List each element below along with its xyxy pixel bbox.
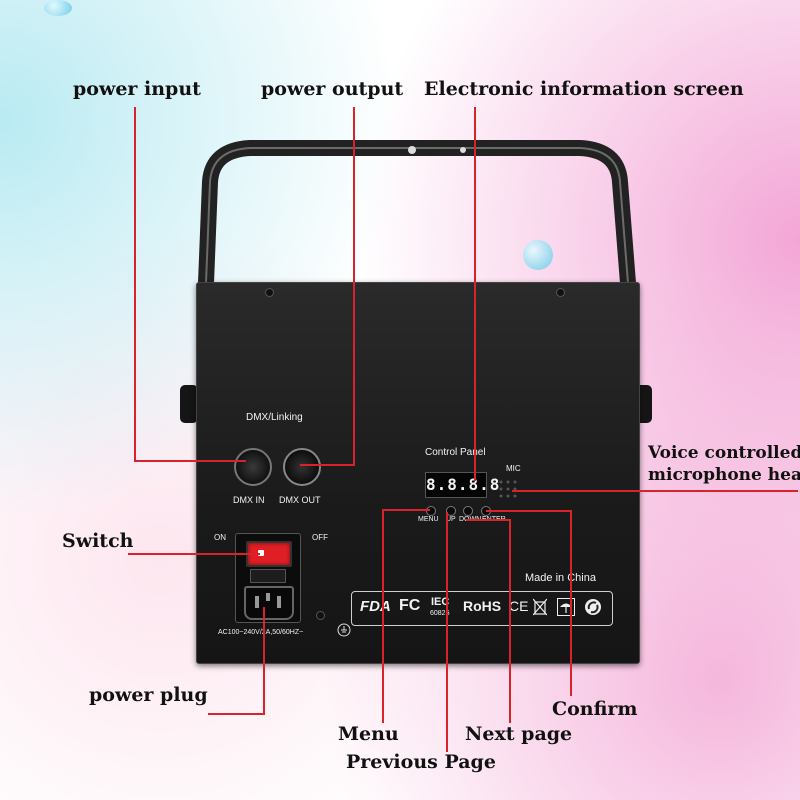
callout-power-input: power input	[73, 78, 201, 100]
screw	[557, 289, 564, 296]
leader-mic-horizontal	[512, 490, 798, 492]
menu-button[interactable]	[426, 506, 436, 516]
rohs-badge: RoHS	[463, 598, 502, 614]
weee-bin-icon	[533, 598, 547, 616]
callout-power-plug: power plug	[89, 684, 208, 706]
dmx-out-connector[interactable]	[283, 448, 321, 486]
menu-button-label: MENU	[418, 516, 439, 523]
led-digits: 8.8.8.8	[426, 475, 501, 494]
control-panel-label: Control Panel	[425, 447, 486, 458]
handle-hole	[408, 146, 416, 154]
fda-badge: FDA	[360, 598, 391, 615]
leader-previous-page-vertical	[446, 512, 448, 752]
screw	[317, 612, 324, 619]
callout-electronic-screen: Electronic information screen	[424, 78, 744, 100]
on-label: ON	[214, 533, 226, 542]
callout-power-output: power output	[261, 78, 404, 100]
made-in-label: Made in China	[525, 572, 596, 584]
callout-switch: Switch	[62, 530, 134, 552]
handle-hole	[460, 147, 466, 153]
callout-menu: Menu	[338, 723, 399, 745]
certification-badges	[351, 591, 613, 626]
up-button-label: UP	[446, 516, 456, 523]
ground-symbol-icon	[337, 623, 351, 637]
mic-grille	[499, 480, 517, 498]
callout-confirm: Confirm	[552, 698, 638, 720]
mic-label: MIC	[506, 464, 521, 473]
callout-previous-page: Previous Page	[346, 751, 496, 773]
dmx-in-label: DMX IN	[233, 495, 265, 505]
iec-badge-bottom: 60825	[430, 610, 450, 617]
iec-power-socket[interactable]	[244, 586, 294, 620]
umbrella-icon	[557, 598, 575, 616]
water-droplet-decoration	[44, 0, 72, 16]
ce-badge: CE	[509, 598, 529, 614]
fc-badge: FC	[399, 597, 421, 614]
fuse-holder	[250, 569, 286, 583]
leader-confirm-vertical	[570, 510, 572, 696]
leader-next-page-vertical	[509, 519, 511, 723]
leader-switch-horizontal	[128, 553, 260, 555]
leader-power-output-vertical	[353, 107, 355, 465]
callout-next-page: Next page	[465, 723, 573, 745]
leader-menu-horizontal	[382, 509, 430, 511]
leader-confirm-horizontal	[486, 510, 572, 512]
callout-voice-mic-line1: Voice controlled	[648, 443, 800, 463]
leader-plug-vertical	[263, 607, 265, 715]
handle-bracket	[198, 140, 636, 284]
led-display: 8.8.8.8	[425, 472, 501, 498]
leader-menu-vertical	[382, 509, 384, 723]
switch-indicator	[258, 550, 264, 556]
down-button[interactable]	[463, 506, 473, 516]
power-rating-label: AC100~240V/2A,50/60HZ~	[218, 629, 304, 636]
leader-plug-horizontal	[208, 713, 264, 715]
screw	[266, 289, 273, 296]
dmx-title: DMX/Linking	[246, 412, 303, 423]
off-label: OFF	[312, 533, 328, 542]
up-button[interactable]	[446, 506, 456, 516]
callout-voice-mic-line2: microphone head	[648, 465, 800, 485]
leader-next-page-horizontal	[466, 519, 510, 521]
iec-badge-top: IEC	[431, 596, 450, 608]
dmx-in-connector[interactable]	[234, 448, 272, 486]
leader-screen-vertical	[474, 107, 476, 481]
dmx-out-label: DMX OUT	[279, 495, 321, 505]
leader-power-input-vertical	[134, 107, 136, 461]
water-droplet-decoration	[523, 240, 553, 270]
leader-power-input-horizontal	[134, 460, 246, 462]
leader-power-output-horizontal	[300, 464, 355, 466]
side-knob-left	[180, 385, 198, 423]
recycle-icon	[585, 599, 601, 615]
